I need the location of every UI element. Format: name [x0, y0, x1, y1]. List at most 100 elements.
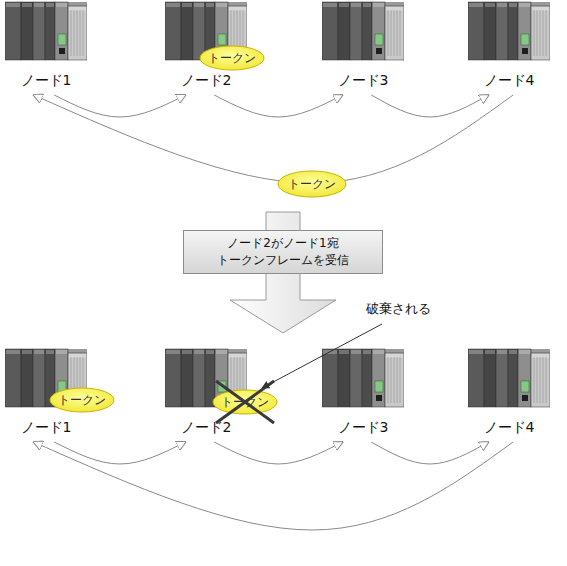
vent-slat: [83, 10, 84, 56]
vent-slat: [391, 357, 392, 403]
plc-illustration: [5, 0, 87, 62]
device-module: [322, 349, 338, 407]
token-pass-arrow: [371, 442, 488, 464]
device-module: [518, 2, 531, 60]
node-label: ノード1: [5, 72, 87, 90]
vent-slat: [400, 10, 401, 56]
module-highlight: [22, 350, 32, 354]
module-highlight: [363, 3, 371, 7]
connector-port: [376, 48, 382, 54]
plc-node: ノード2トークン: [165, 347, 247, 442]
token-ellipse: トークン: [277, 170, 347, 198]
vent-slat: [546, 10, 547, 56]
vent-slat: [388, 10, 389, 56]
module-highlight: [46, 3, 54, 7]
discard-cross: [212, 389, 278, 415]
token-label: トークン: [49, 387, 115, 413]
vent-slat: [394, 10, 395, 56]
device-module: [165, 2, 181, 60]
module-highlight: [194, 3, 204, 7]
module-highlight: [166, 3, 180, 7]
device-module: [468, 2, 484, 60]
token-ellipse: トークン: [212, 389, 278, 415]
module-highlight: [6, 3, 20, 7]
device-module: [33, 349, 45, 407]
module-highlight: [485, 350, 495, 354]
node-label: ノード3: [322, 72, 404, 90]
module-highlight: [206, 350, 214, 354]
token-label: トークン: [199, 45, 265, 71]
plc-node: ノード2トークン: [165, 0, 247, 95]
module-highlight: [469, 350, 483, 354]
plc-node: ノード1: [5, 0, 87, 95]
token-pass-arrow: [34, 95, 513, 183]
vent-slat: [540, 357, 541, 403]
module-highlight: [216, 3, 227, 7]
process-box: ノード2がノード1宛 トークンフレームを受信: [183, 230, 383, 274]
device-module: [362, 2, 372, 60]
device-module: [484, 349, 496, 407]
device-module: [385, 353, 404, 407]
vent-slat: [74, 10, 75, 56]
module-highlight: [34, 3, 44, 7]
device-module: [372, 2, 385, 60]
device-module: [55, 2, 68, 60]
device-module: [484, 2, 496, 60]
module-highlight: [182, 350, 192, 354]
connector-port: [522, 395, 528, 401]
module-highlight: [509, 350, 517, 354]
token-pass-arrow: [214, 442, 342, 464]
plc-node: ノード1トークン: [5, 347, 87, 442]
device-module: [531, 353, 550, 407]
token-shape: [278, 171, 346, 197]
plc-illustration: [322, 347, 404, 409]
module-highlight: [323, 350, 337, 354]
module-highlight: [351, 350, 361, 354]
vent-slat: [546, 357, 547, 403]
vent-slat: [388, 357, 389, 403]
connector-port: [59, 48, 65, 54]
module-highlight: [6, 350, 20, 354]
device-rack: [468, 349, 550, 407]
device-module: [181, 349, 193, 407]
device-module: [193, 349, 205, 407]
token-shape: [50, 388, 114, 412]
indicator-panel: [218, 34, 226, 45]
device-module: [68, 6, 87, 60]
vent-slat: [540, 10, 541, 56]
plc-node: ノード4: [468, 347, 550, 442]
indicator-panel: [521, 34, 529, 45]
device-module: [21, 349, 33, 407]
token-pass-arrow: [214, 95, 342, 117]
connector-port: [376, 395, 382, 401]
device-module: [5, 349, 21, 407]
module-highlight: [56, 350, 67, 354]
cross-stroke: [216, 381, 274, 423]
box-label: ノード2がノード1宛 トークンフレームを受信: [190, 235, 376, 269]
vent-slat: [537, 357, 538, 403]
token-shape: [200, 46, 264, 70]
module-highlight: [194, 350, 204, 354]
module-highlight: [351, 3, 361, 7]
connector-port: [522, 48, 528, 54]
device-module: [350, 2, 362, 60]
device-module: [5, 2, 21, 60]
module-highlight: [485, 3, 495, 7]
node-label: ノード3: [322, 419, 404, 437]
vent-slat: [537, 10, 538, 56]
device-module: [205, 349, 215, 407]
module-highlight: [373, 350, 384, 354]
indicator-panel: [521, 381, 529, 392]
node-label: ノード2: [165, 72, 247, 90]
device-module: [193, 2, 205, 60]
device-module: [350, 349, 362, 407]
vent-slat: [391, 10, 392, 56]
device-module: [33, 2, 45, 60]
vent-slat: [543, 357, 544, 403]
device-module: [531, 6, 550, 60]
indicator-panel: [58, 34, 66, 45]
plc-illustration: [322, 0, 404, 62]
